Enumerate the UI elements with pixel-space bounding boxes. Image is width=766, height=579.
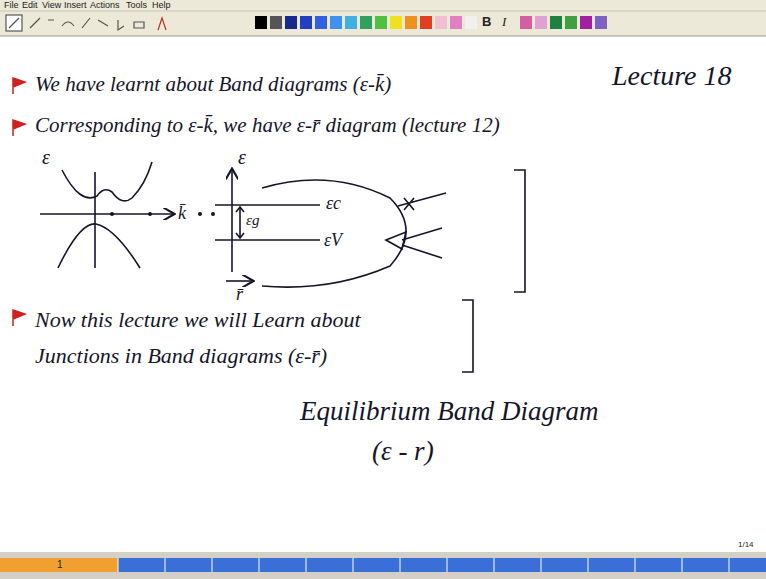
menu-item: File — [4, 0, 19, 10]
menu-item: Help — [152, 0, 171, 10]
bullet-note: Corresponding to ε-k̄, we have ε-r̄ diag… — [35, 113, 500, 137]
e-k-diagram — [40, 162, 214, 268]
page-tab-number: 1 — [57, 559, 63, 571]
tool-icons — [6, 15, 166, 31]
axis-label: k̄ — [178, 203, 186, 224]
status-bar — [0, 552, 766, 579]
bullet-note: Now this lecture we will Learn about Jun… — [35, 302, 435, 374]
toolbar-bg — [0, 0, 766, 36]
menu-item: Insert — [64, 0, 87, 10]
italic-button: I — [502, 15, 506, 30]
menu-item: View — [42, 0, 61, 10]
menu-item: Tools — [126, 0, 147, 10]
e-r-diagram — [215, 170, 525, 372]
toolbar-divider — [0, 36, 766, 37]
flag-bullets — [13, 78, 25, 326]
axis-label: ε — [238, 146, 246, 169]
page-separators — [118, 558, 729, 572]
bold-button: B — [482, 15, 491, 30]
band-label: εg — [246, 212, 259, 229]
band-label: εc — [326, 193, 341, 214]
menu-item: Edit — [22, 0, 38, 10]
axis-label: r̄ — [236, 284, 243, 305]
menu-divider — [0, 11, 766, 12]
lecture-title: Lecture 18 — [612, 60, 732, 92]
section-heading: Equilibrium Band Diagram — [300, 396, 599, 427]
section-heading: (ε - r) — [372, 436, 434, 467]
menu-item: Actions — [90, 0, 120, 10]
axis-label: ε — [42, 146, 50, 169]
band-label: εV — [324, 230, 342, 251]
page-number: 1/14 — [738, 540, 754, 549]
current-page-bar — [0, 558, 118, 572]
color-swatches — [255, 16, 607, 29]
page-bar — [0, 558, 766, 572]
bullet-note: We have learnt about Band diagrams (ε-k̄… — [35, 72, 391, 96]
